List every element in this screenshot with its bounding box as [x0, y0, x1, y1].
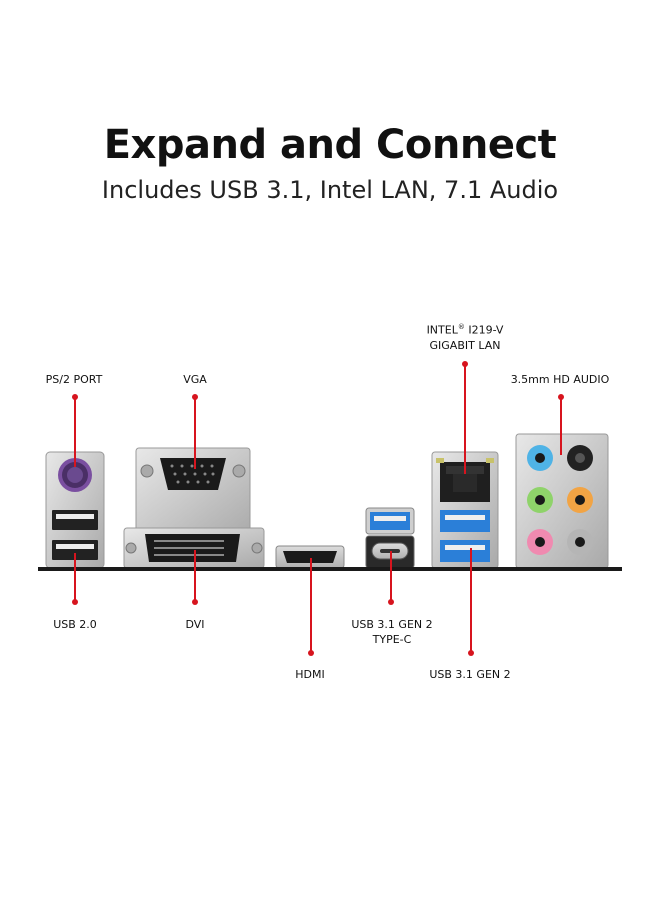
usb2-callout-dot: [72, 599, 78, 605]
typec-stack: [365, 507, 415, 569]
audio-callout-dot: [558, 394, 564, 400]
lan-callout-line: [464, 364, 466, 474]
audio-jack-black-top: [567, 445, 593, 471]
page-title: Expand and Connect: [103, 122, 557, 168]
audio-callout-line: [560, 397, 562, 455]
ps2-callout-dot: [72, 394, 78, 400]
label-vga: VGA: [183, 373, 207, 386]
label-dvi: DVI: [185, 618, 205, 631]
audio-jack-pink: [527, 529, 553, 555]
usb31-callout-dot: [468, 650, 474, 656]
label-usb31-typec: USB 3.1 GEN 2 TYPE-C: [351, 618, 433, 646]
audio-jack-blue: [527, 445, 553, 471]
vga-callout-dot: [192, 394, 198, 400]
label-usb-2-0: USB 2.0: [53, 618, 97, 631]
ps2-callout-line: [74, 397, 76, 467]
io-shield-edge: [38, 567, 622, 571]
audio-stack: [515, 433, 609, 569]
label-usb31-gen2: USB 3.1 GEN 2: [429, 668, 511, 681]
dvi-callout-line: [194, 550, 196, 603]
hdmi-callout-dot: [308, 650, 314, 656]
usb31-callout-line: [470, 548, 472, 654]
label-hd-audio: 3.5mm HD AUDIO: [510, 373, 610, 386]
label-hdmi: HDMI: [295, 668, 325, 681]
usb31-port-upper: [440, 510, 490, 532]
vga-port: [160, 458, 226, 490]
label-ps2-port: PS/2 PORT: [45, 373, 103, 386]
audio-jack-green: [527, 487, 553, 513]
dvi-callout-dot: [192, 599, 198, 605]
hdmi-port: [283, 551, 337, 563]
typec-callout-dot: [388, 599, 394, 605]
label-gigabit-lan: INTEL® I219-V GIGABIT LAN: [426, 323, 504, 352]
typec-callout-line: [390, 551, 392, 603]
lan-callout-dot: [462, 361, 468, 367]
usb31-port-lower: [440, 540, 490, 562]
hdmi-stack: [275, 545, 345, 569]
ps2-usb2-stack: [45, 451, 105, 569]
vga-callout-line: [194, 397, 196, 469]
usb2-callout-line: [74, 553, 76, 603]
usb2-port-upper: [52, 510, 98, 530]
hdmi-callout-line: [310, 558, 312, 654]
audio-jack-orange: [567, 487, 593, 513]
audio-jack-gray: [567, 529, 593, 555]
page-subtitle: Includes USB 3.1, Intel LAN, 7.1 Audio: [101, 176, 559, 204]
vga-dvi-stack: [123, 447, 265, 569]
